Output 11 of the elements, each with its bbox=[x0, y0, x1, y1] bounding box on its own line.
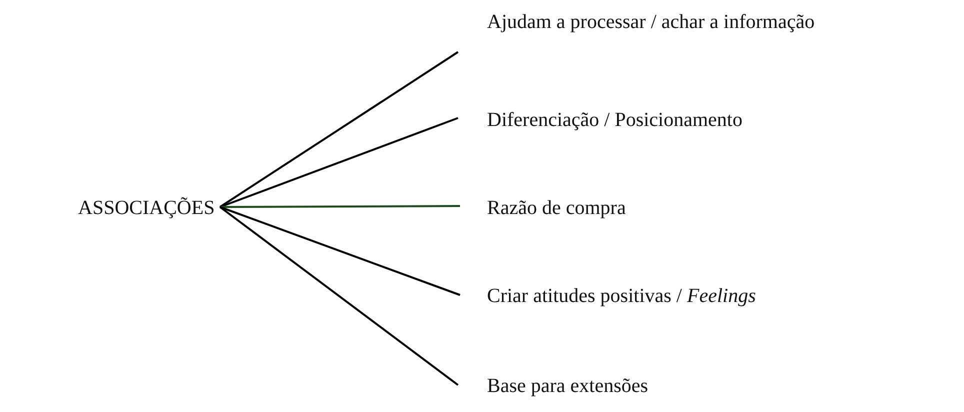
branch-label: Base para extensões bbox=[487, 374, 648, 398]
connector-line bbox=[220, 205, 460, 208]
connector-line bbox=[220, 117, 458, 208]
branch-label: Ajudam a processar / achar a informação bbox=[487, 10, 815, 34]
branch-label: Criar atitudes positivas / Feelings bbox=[487, 284, 756, 308]
branch-label: Razão de compra bbox=[487, 196, 626, 220]
connector-line bbox=[219, 51, 459, 208]
branch-label: Diferenciação / Posicionamento bbox=[487, 108, 742, 132]
central-label: ASSOCIAÇÕES bbox=[78, 196, 215, 220]
connector-line bbox=[220, 206, 460, 296]
connector-line bbox=[219, 206, 459, 386]
